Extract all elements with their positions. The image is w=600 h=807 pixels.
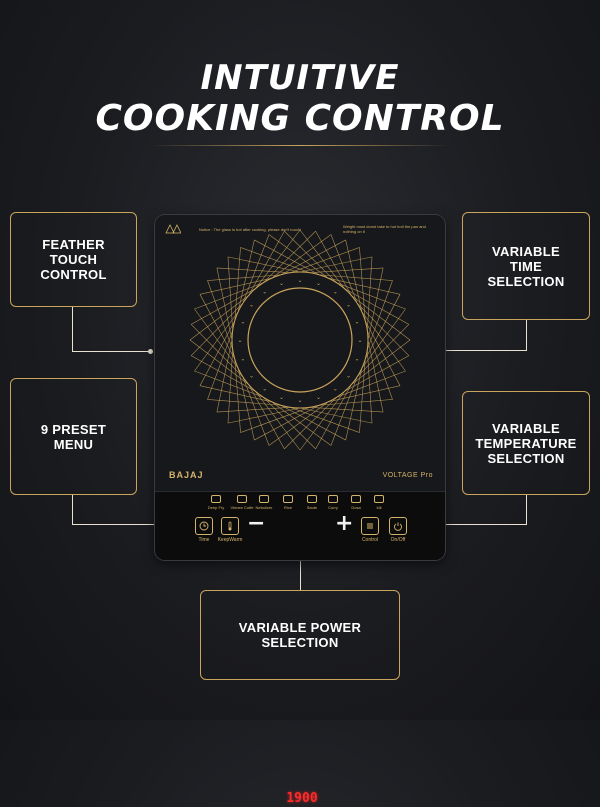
keepwarm-button[interactable] xyxy=(221,517,239,535)
svg-text:⌄: ⌄ xyxy=(316,280,321,287)
menu-label: Dosa xyxy=(351,505,361,510)
dosa-icon xyxy=(351,495,361,503)
menu-label: Idli xyxy=(376,505,382,510)
callout-feather-touch: FEATHER TOUCH CONTROL xyxy=(10,212,137,307)
deep-fry-icon xyxy=(211,495,221,503)
svg-text:⌄: ⌄ xyxy=(355,318,360,325)
callout-variable-time: VARIABLE TIME SELECTION xyxy=(462,212,590,320)
svg-text:⌄: ⌄ xyxy=(357,337,362,344)
svg-text:⌄: ⌄ xyxy=(262,288,267,295)
connector-feather-h xyxy=(72,351,150,352)
induction-cooktop: Notice : The glass is hot after cooking,… xyxy=(155,215,445,560)
connector-preset xyxy=(72,495,73,525)
clock-icon xyxy=(199,521,209,531)
connector-preset-h xyxy=(72,524,190,525)
callout-variable-temperature: VARIABLE TEMPERATURE SELECTION xyxy=(462,391,590,495)
svg-text:⌄: ⌄ xyxy=(249,372,254,379)
weight-notice-text: Weight must donot take to hot hotl the p… xyxy=(343,224,426,234)
rice-icon xyxy=(283,495,293,503)
control-button[interactable] xyxy=(361,517,379,535)
headline-line-1: INTUITIVE xyxy=(200,58,400,98)
svg-text:⌄: ⌄ xyxy=(297,277,302,284)
svg-text:⌄: ⌄ xyxy=(237,337,242,344)
menu-label: Deep Fry xyxy=(207,505,225,510)
svg-text:⌄: ⌄ xyxy=(240,318,245,325)
power-icon xyxy=(394,522,402,531)
connector-power xyxy=(300,533,301,590)
menu-label: Vinnee Coffe xyxy=(230,505,254,510)
time-button[interactable] xyxy=(195,517,213,535)
callout-variable-power: VARIABLE POWER SELECTION xyxy=(200,590,400,680)
connector-time-h xyxy=(427,350,527,351)
svg-text:⌄: ⌄ xyxy=(355,356,360,363)
control-panel-overlay: Deep Fry Vinnee Coffe Nebulizer Rice Sau… xyxy=(155,491,445,806)
svg-text:⌄: ⌄ xyxy=(333,386,338,393)
minus-button[interactable]: − xyxy=(247,511,266,536)
connector-feather-dot xyxy=(148,349,153,354)
svg-text:⌄: ⌄ xyxy=(316,394,321,401)
saute-icon xyxy=(307,495,317,503)
power-display: 1900 xyxy=(286,791,318,806)
time-label: Time xyxy=(198,537,210,543)
warning-icon xyxy=(165,224,181,234)
coffee-icon xyxy=(237,495,247,503)
svg-text:⌄: ⌄ xyxy=(346,302,351,309)
svg-text:⌄: ⌄ xyxy=(262,386,267,393)
menu-list-icon xyxy=(367,523,373,529)
menu-label: Curry xyxy=(328,505,338,510)
svg-text:⌄: ⌄ xyxy=(279,394,284,401)
connector-feather xyxy=(72,307,73,352)
menu-label: Nebulizer xyxy=(255,505,273,510)
nebulizer-icon xyxy=(259,495,269,503)
brand-logo: BAJAJ xyxy=(169,470,204,480)
connector-temp-v xyxy=(526,495,527,525)
svg-text:⌄: ⌄ xyxy=(333,288,338,295)
keepwarm-label: KeepWarm xyxy=(217,537,243,543)
menu-label: Rice xyxy=(283,505,292,510)
plus-button[interactable]: + xyxy=(335,511,354,536)
headline-line-2: COOKING CONTROL xyxy=(95,98,505,139)
idli-icon xyxy=(374,495,384,503)
connector-temp-h xyxy=(412,524,527,525)
onoff-label: On/Off xyxy=(390,537,406,543)
model-name: VOLTAGE Pro xyxy=(382,472,433,479)
power-onoff-button[interactable] xyxy=(389,517,407,535)
svg-text:⌄: ⌄ xyxy=(346,372,351,379)
connector-time-v xyxy=(526,320,527,350)
svg-text:⌄: ⌄ xyxy=(297,397,302,404)
notice-text: Notice : The glass is hot after cooking,… xyxy=(199,227,302,232)
control-panel xyxy=(155,491,445,560)
glass-surface: Notice : The glass is hot after cooking,… xyxy=(155,215,445,491)
svg-text:⌄: ⌄ xyxy=(240,356,245,363)
menu-label: Saute xyxy=(306,505,318,510)
callout-preset-menu: 9 PRESET MENU xyxy=(10,378,137,495)
curry-icon xyxy=(328,495,338,503)
svg-text:⌄: ⌄ xyxy=(279,280,284,287)
thermometer-icon xyxy=(228,521,232,531)
gold-divider xyxy=(150,145,450,146)
control-label: Control xyxy=(361,537,379,543)
svg-text:⌄: ⌄ xyxy=(249,302,254,309)
burner-ring-graphic: ⌄ ⌄ ⌄ ⌄ ⌄ ⌄ ⌄ ⌄ ⌄ ⌄ ⌄ ⌄ ⌄ ⌄ ⌄ ⌄ ⌄ ⌄ ⌄ ⌄ xyxy=(189,229,411,451)
